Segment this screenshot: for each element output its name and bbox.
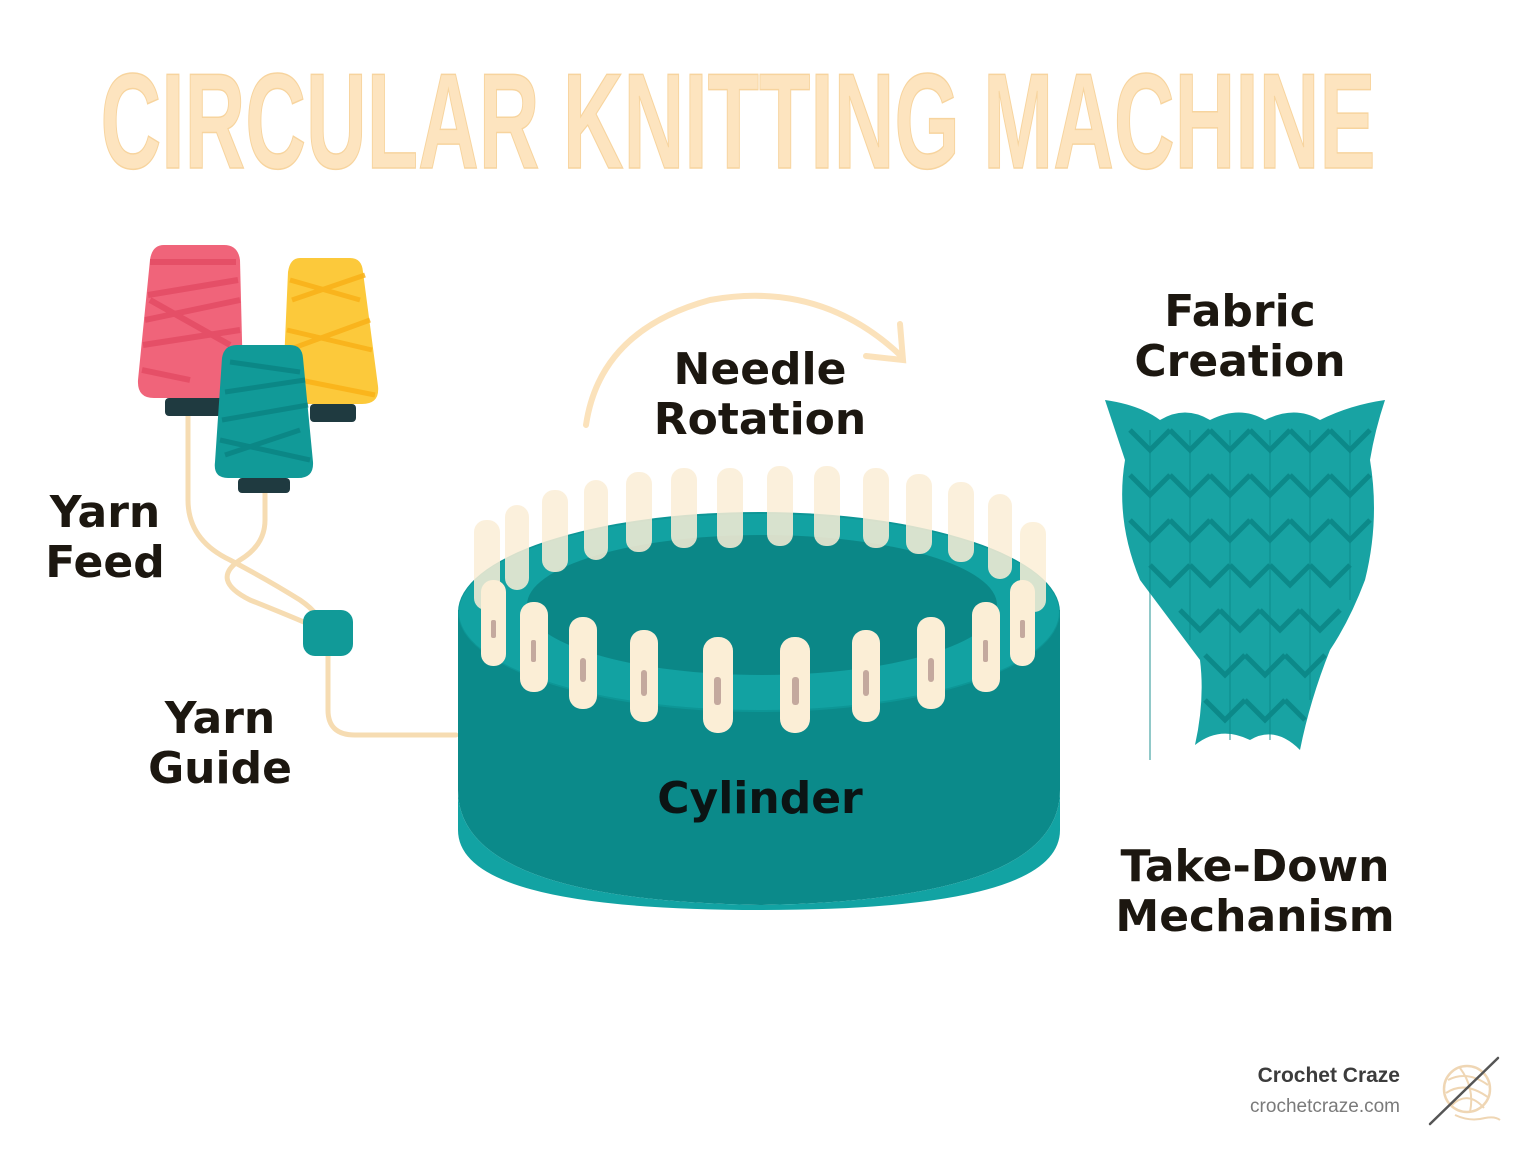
label-line: Creation (1134, 336, 1346, 387)
label-line: Guide (148, 743, 292, 794)
branding: Crochet Craze crochetcraze.com (1250, 1064, 1400, 1118)
svg-text:CIRCULAR KNITTING MACHINE: CIRCULAR KNITTING MACHINE (101, 62, 1376, 182)
yellow-spool-icon (282, 258, 379, 422)
label-line: Take-Down (1120, 841, 1390, 892)
pink-spool-icon (137, 245, 243, 416)
label-yarn-guide: Yarn Guide (145, 694, 295, 794)
label-cylinder: Cylinder (657, 773, 863, 824)
label-fabric-creation: Fabric Creation (1130, 287, 1350, 387)
teal-spool-icon (214, 345, 314, 493)
brand-name: Crochet Craze (1257, 1064, 1400, 1087)
yarn-guide-icon (303, 610, 353, 656)
label-line: Mechanism (1115, 891, 1395, 942)
knitted-fabric-icon (1105, 400, 1385, 760)
label-line: Feed (45, 537, 165, 588)
label-line: Fabric (1164, 286, 1316, 337)
page-title: CIRCULAR KNITTING MACHINE (100, 62, 1377, 182)
brand-url[interactable]: crochetcraze.com (1250, 1096, 1400, 1117)
label-needle-rotation: Needle Rotation (650, 345, 870, 445)
needles-front (481, 580, 1035, 733)
needles-back (474, 466, 1046, 612)
yarn-ball-crochet-hook-icon (1428, 1056, 1501, 1126)
label-line: Yarn (164, 693, 276, 744)
label-line: Yarn (49, 487, 161, 538)
label-take-down-mechanism: Take-Down Mechanism (1110, 842, 1400, 942)
cylinder-icon (458, 512, 1060, 910)
label-line: Needle (673, 344, 847, 395)
rotation-arrow-icon (583, 292, 907, 428)
label-yarn-feed: Yarn Feed (40, 488, 170, 588)
label-line: Rotation (653, 394, 867, 445)
